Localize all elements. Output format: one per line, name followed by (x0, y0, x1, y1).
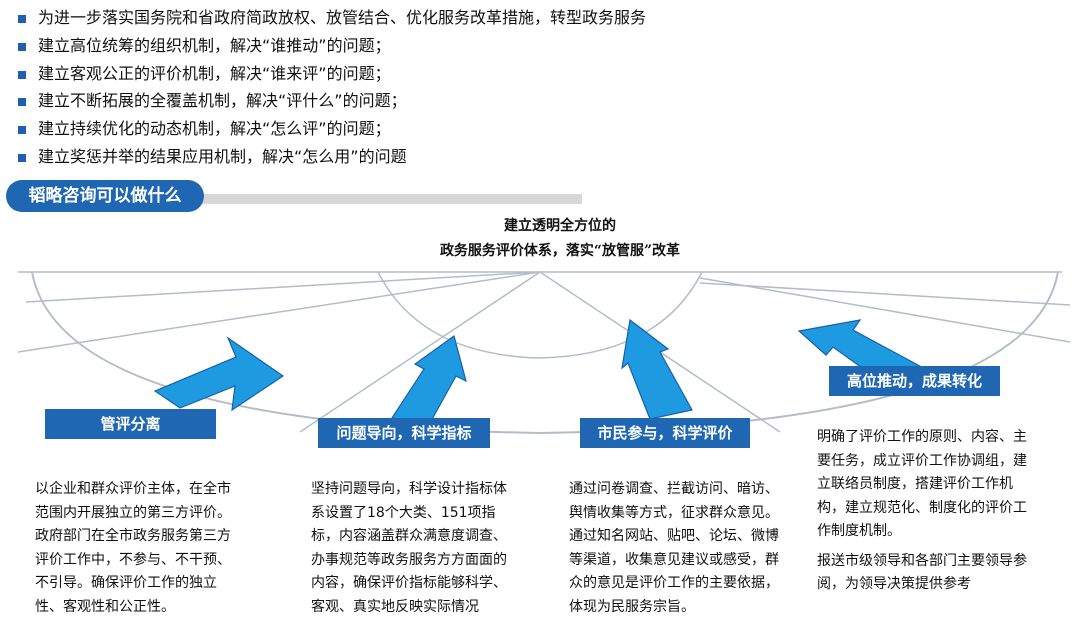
arrow-2-icon (390, 335, 467, 424)
arrow-3-icon (621, 318, 693, 420)
bullet-item: 建立高位统筹的组织机制，解决“谁推动”的问题； (14, 34, 646, 62)
center-title-line1: 建立透明全方位的 (504, 218, 616, 234)
pillar-label-separation: 管评分离 (45, 409, 216, 439)
bullet-item: 为进一步落实国务院和省政府简政放权、放管结合、优化服务改革措施，转型政务服务 (14, 6, 646, 34)
desc-paragraph: 明确了评价工作的原则、内容、主要任务，成立评价工作协调组，建立联络员制度，搭建评… (817, 429, 1027, 539)
bullet-square-icon (18, 98, 26, 107)
bullet-square-icon (18, 70, 26, 79)
bullet-text: 建立客观公正的评价机制，解决“谁来评”的问题； (38, 63, 391, 83)
arc-lines (17, 271, 1071, 435)
desc-paragraph: 报送市级领导和各部门主要领导参阅，为领导决策提供参考 (817, 552, 1027, 593)
bullet-square-icon (18, 15, 26, 23)
growth-arrows (153, 318, 929, 424)
center-title-line2: 政务服务评价体系，落实“放管服”改革 (439, 243, 681, 259)
section-title: 韬略咨询可以做什么 (6, 180, 204, 212)
bullet-square-icon (18, 126, 26, 135)
bullet-text: 建立持续优化的动态机制，解决“怎么评”的问题； (38, 119, 391, 139)
pillar-desc-high-level-promotion: 明确了评价工作的原则、内容、主要任务，成立评价工作协调组，建立联络员制度，搭建评… (817, 426, 1035, 597)
bullet-square-icon (18, 42, 26, 51)
arrow-1-icon (153, 336, 285, 412)
diagram-center-title: 建立透明全方位的 政务服务评价体系，落实“放管服”改革 (400, 214, 720, 264)
desc-paragraph: 以企业和群众评价主体，在全市范围内开展独立的第三方评价。政府部门在全市政务服务第… (35, 481, 231, 615)
desc-paragraph: 坚持问题导向，科学设计指标体系设置了18个大类、151项指标，内容涵盖群众满意度… (311, 481, 507, 615)
section-header: 韬略咨询可以做什么 (0, 180, 600, 214)
pillar-desc-problem-oriented: 坚持问题导向，科学设计指标体系设置了18个大类、151项指标，内容涵盖群众满意度… (311, 478, 517, 619)
bullet-item: 建立客观公正的评价机制，解决“谁来评”的问题； (14, 62, 646, 90)
bullet-text: 建立不断拓展的全覆盖机制，解决“评什么”的问题； (38, 91, 407, 111)
bullet-item: 建立奖惩并举的结果应用机制，解决“怎么用”的问题 (14, 145, 646, 173)
bullet-item: 建立持续优化的动态机制，解决“怎么评”的问题； (14, 117, 646, 145)
pillar-label-citizen-participation: 市民参与，科学评价 (580, 418, 750, 448)
section-divider-bar (150, 194, 582, 204)
pillar-label-high-level-promotion: 高位推动，成果转化 (829, 366, 1000, 396)
intro-bullet-list: 为进一步落实国务院和省政府简政放权、放管结合、优化服务改革措施，转型政务服务 建… (14, 6, 646, 173)
pillar-label-problem-oriented: 问题导向，科学指标 (318, 418, 490, 448)
bullet-square-icon (18, 153, 26, 162)
desc-paragraph: 通过问卷调查、拦截访问、暗访、舆情收集等方式，征求群众意见。通过知名网站、贴吧、… (569, 481, 779, 615)
bullet-text: 建立奖惩并举的结果应用机制，解决“怎么用”的问题 (38, 146, 407, 166)
bullet-text: 建立高位统筹的组织机制，解决“谁推动”的问题； (38, 35, 391, 55)
bullet-text: 为进一步落实国务院和省政府简政放权、放管结合、优化服务改革措施，转型政务服务 (38, 8, 647, 27)
bullet-item: 建立不断拓展的全覆盖机制，解决“评什么”的问题； (14, 89, 646, 117)
pillar-desc-citizen-participation: 通过问卷调查、拦截访问、暗访、舆情收集等方式，征求群众意见。通过知名网站、贴吧、… (569, 478, 781, 619)
pillar-desc-separation: 以企业和群众评价主体，在全市范围内开展独立的第三方评价。政府部门在全市政务服务第… (35, 478, 233, 619)
